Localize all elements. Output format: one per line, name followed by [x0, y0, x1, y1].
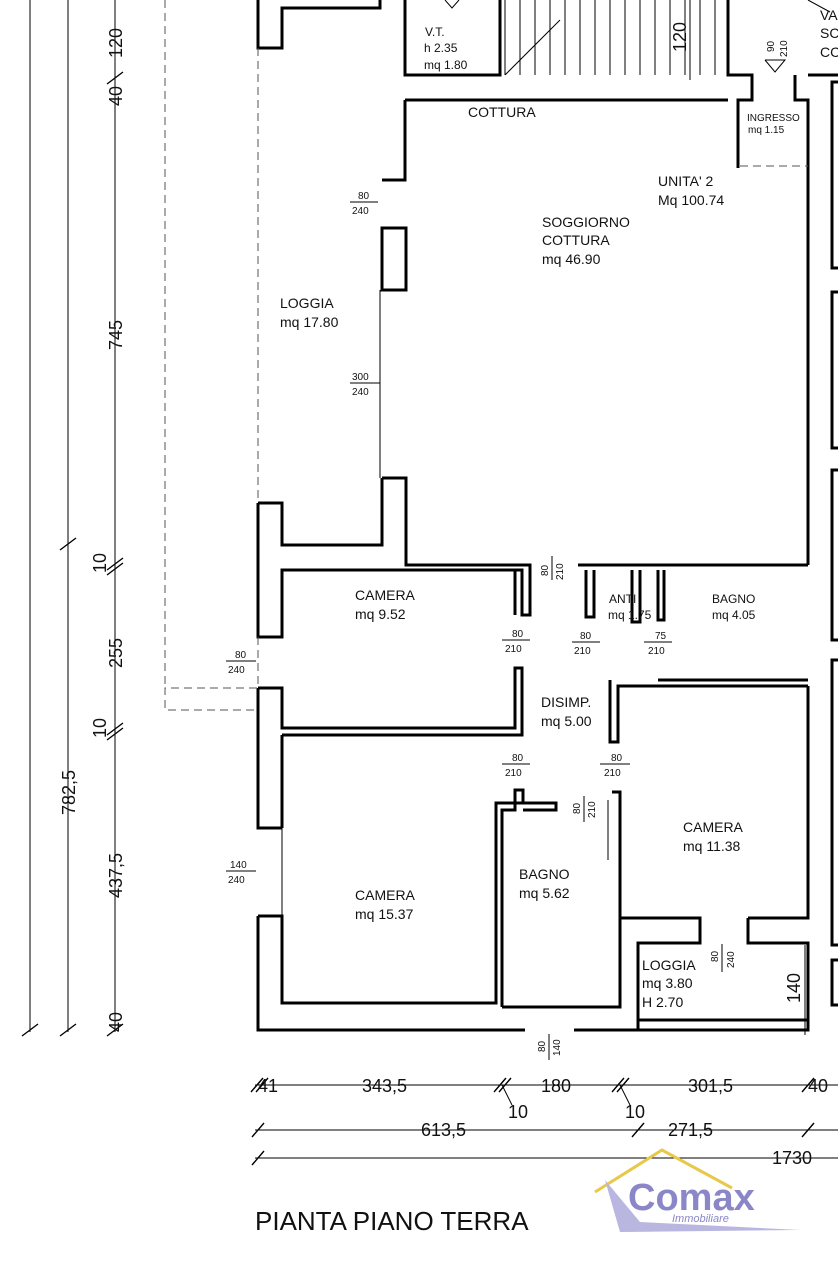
- door-camera2-h: 210: [604, 768, 621, 779]
- door-loggia-small-w: 80: [710, 950, 721, 962]
- logo-name: Comax: [628, 1177, 755, 1219]
- logo-roof-icon: [594, 1148, 733, 1194]
- hdim-343-5: 343,5: [362, 1076, 407, 1096]
- vt-height: h 2.35: [424, 41, 458, 55]
- door-soggiorno-w: 80: [540, 564, 551, 576]
- ingresso-area: mq 1.15: [748, 125, 785, 136]
- door-camera1-h: 210: [505, 644, 522, 655]
- unit-name: UNITA' 2: [658, 173, 714, 189]
- logo-subtitle: Immobiliare: [672, 1213, 729, 1225]
- vdim-255: 255: [106, 638, 126, 668]
- hdim-41: 41: [258, 1076, 278, 1096]
- hdim-271-5: 271,5: [668, 1120, 713, 1140]
- bagno-1-area: mq 4.05: [712, 608, 756, 622]
- bagno-1-name: BAGNO: [712, 592, 755, 606]
- loggia-small-140: 140: [784, 973, 804, 1003]
- door-anti-w: 80: [580, 631, 592, 642]
- loggia-small-name: LOGGIA: [642, 957, 696, 973]
- camera-3-name: CAMERA: [355, 887, 416, 903]
- vdim-10-b: 10: [90, 718, 110, 738]
- hdim-gap-10-a: 10: [508, 1102, 528, 1122]
- soggiorno-area: mq 46.90: [542, 251, 601, 267]
- horizontal-dimensions: 41 343,5 180 301,5 40 10 10 613,5 271,5 …: [250, 1076, 838, 1168]
- ingresso-210: 210: [779, 40, 790, 57]
- cottura-label: COTTURA: [468, 104, 536, 120]
- thin-lines: [164, 0, 831, 916]
- door-loggia-small-h: 240: [726, 951, 737, 968]
- anti-name: ANTI: [609, 592, 636, 606]
- vt-name: V.T.: [425, 25, 445, 39]
- win-soggiorno-2-h: 240: [352, 387, 369, 398]
- door-camera1-w: 80: [512, 629, 524, 640]
- bagno-2-name: BAGNO: [519, 866, 570, 882]
- hdim-613-5: 613,5: [421, 1120, 466, 1140]
- loggia-small-height: H 2.70: [642, 994, 683, 1010]
- hdim-180: 180: [541, 1076, 571, 1096]
- vdim-782-5: 782,5: [59, 770, 79, 815]
- door-bagno1-h: 210: [648, 646, 665, 657]
- comax-logo: Comax Immobiliare: [594, 1148, 800, 1232]
- camera-3-area: mq 15.37: [355, 906, 414, 922]
- door-soggiorno-h: 210: [555, 563, 566, 580]
- vdim-437-5: 437,5: [106, 853, 126, 898]
- anti-area: mq 1.75: [608, 608, 652, 622]
- door-bagno2-h: 210: [587, 801, 598, 818]
- loggia-big-name: LOGGIA: [280, 295, 334, 311]
- hdim-40: 40: [808, 1076, 828, 1096]
- door-camera3-w: 80: [512, 753, 524, 764]
- camera-1-area: mq 9.52: [355, 606, 406, 622]
- vdim-745: 745: [106, 320, 126, 350]
- plan-title: PIANTA PIANO TERRA: [255, 1206, 529, 1236]
- camera-2-area: mq 11.38: [683, 838, 741, 854]
- loggia-small-area: mq 3.80: [642, 975, 693, 991]
- vdim-10-a: 10: [90, 553, 110, 573]
- vdim-40-bottom: 40: [106, 1012, 126, 1032]
- unit-area: Mq 100.74: [658, 192, 724, 208]
- ingresso-name: INGRESSO: [747, 113, 800, 124]
- hdim-total-1730: 1730: [772, 1148, 812, 1168]
- win-bagno2-w: 80: [537, 1040, 548, 1052]
- disimp-area: mq 5.00: [541, 713, 592, 729]
- opening-labels: 120 90 210 80 240 300 240 80 210 80 210 …: [226, 0, 806, 1060]
- win-soggiorno-2-w: 300: [352, 372, 369, 383]
- win-bagno2-h: 140: [552, 1039, 563, 1056]
- stair-120: 120: [670, 22, 690, 52]
- door-bagno1-w: 75: [655, 631, 667, 642]
- disimp-name: DISIMP.: [541, 694, 591, 710]
- door-anti-h: 210: [574, 646, 591, 657]
- door-bagno2-w: 80: [572, 802, 583, 814]
- room-labels: V.T. h 2.35 mq 1.80 VA SC CC COTTURA ING…: [280, 7, 838, 1010]
- vdim-120: 120: [106, 28, 126, 58]
- camera-1-name: CAMERA: [355, 587, 416, 603]
- win-camera1-w: 80: [235, 650, 247, 661]
- vdim-40-top: 40: [106, 86, 126, 106]
- win-soggiorno-1-w: 80: [358, 191, 370, 202]
- win-soggiorno-1-h: 240: [352, 206, 369, 217]
- logo-swoosh-icon: [605, 1180, 800, 1232]
- door-camera2-w: 80: [611, 753, 623, 764]
- va-line3: CC: [820, 44, 838, 60]
- vertical-dimensions: 120 40 745 10 255 10 437,5 40 782,5: [21, 0, 126, 1037]
- door-camera3-h: 210: [505, 768, 522, 779]
- vt-area: mq 1.80: [424, 58, 468, 72]
- walls: [256, 0, 838, 1032]
- win-camera1-h: 240: [228, 665, 245, 676]
- va-line2: SC: [820, 25, 838, 41]
- soggiorno-line2: COTTURA: [542, 232, 610, 248]
- ingresso-90: 90: [766, 40, 777, 52]
- loggia-big-area: mq 17.80: [280, 314, 339, 330]
- win-camera3-w: 140: [230, 860, 247, 871]
- va-line1: VA: [820, 7, 838, 23]
- bagno-2-area: mq 5.62: [519, 885, 570, 901]
- hdim-gap-10-b: 10: [625, 1102, 645, 1122]
- hdim-301-5: 301,5: [688, 1076, 733, 1096]
- soggiorno-line1: SOGGIORNO: [542, 214, 630, 230]
- win-camera3-h: 240: [228, 875, 245, 886]
- camera-2-name: CAMERA: [683, 819, 744, 835]
